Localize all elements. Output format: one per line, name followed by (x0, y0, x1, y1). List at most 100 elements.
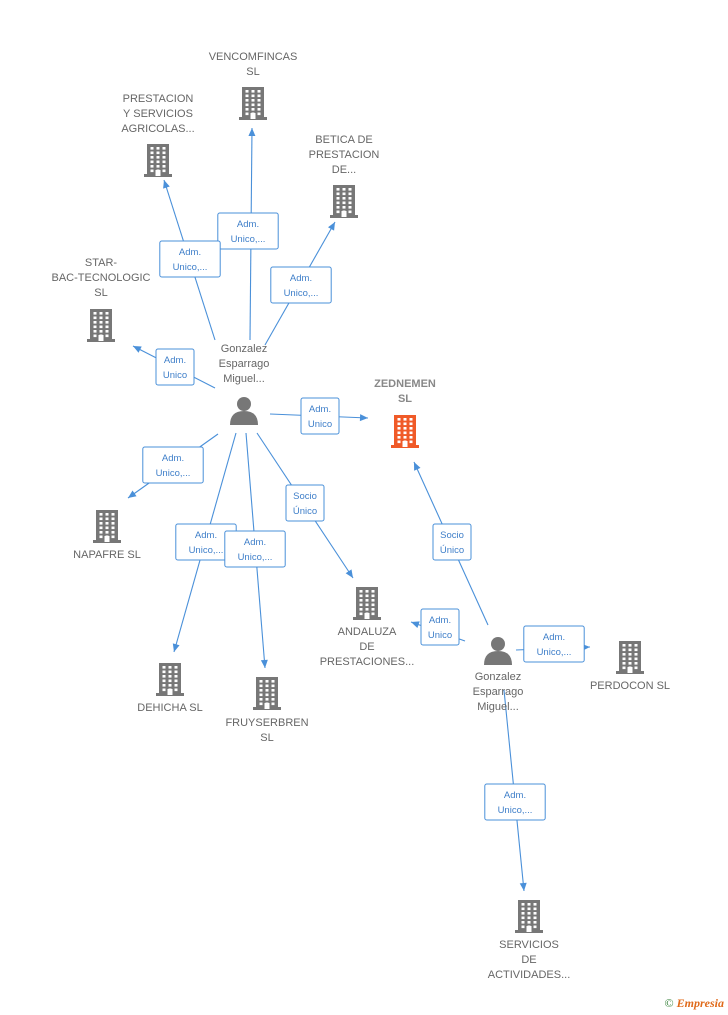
node-label: DEHICHA SL (137, 702, 202, 714)
edge-label[interactable]: Adm. Unico,... (224, 530, 286, 568)
edge-label-box (142, 446, 204, 484)
node-label: PRESTACIONES... (320, 656, 415, 668)
edge-label[interactable]: Adm. Unico (155, 348, 195, 386)
edge-label-text: Unico,... (284, 288, 319, 299)
arrow-head-icon (411, 621, 420, 628)
building-icon (93, 510, 121, 543)
building-icon (87, 309, 115, 342)
building-icon (616, 641, 644, 674)
node-label: SL (246, 66, 259, 78)
node-label: Esparrago (473, 686, 524, 698)
building-icon (515, 900, 543, 933)
company-node-servicios[interactable]: SERVICIOSDEACTIVIDADES... (488, 900, 571, 981)
edge-label-box (159, 240, 221, 278)
edge-label-text: Único (440, 545, 464, 556)
arrow-head-icon (414, 462, 421, 471)
node-label: AGRICOLAS... (121, 123, 194, 135)
edge-label[interactable]: Adm. Unico,... (270, 266, 332, 304)
edge-label-text: Unico (163, 370, 187, 381)
node-label: Gonzalez (475, 671, 521, 683)
arrow-head-icon (328, 222, 335, 231)
edge-label[interactable]: Adm.Unico,... (484, 783, 546, 821)
company-node-betica[interactable]: BETICA DE PRESTACION DE... (309, 134, 380, 218)
arrow-head-icon (172, 643, 180, 652)
edge-label-box (420, 608, 460, 646)
edge-label[interactable]: Adm. Unico,... (217, 212, 279, 250)
arrow-head-icon (519, 882, 527, 891)
company-node-vencomfincas[interactable]: VENCOMFINCAS SL (209, 51, 298, 120)
node-label: ZEDNEMEN (374, 378, 436, 390)
edge-label-text: Adm. (244, 537, 266, 548)
nodes-layer: VENCOMFINCAS SL PRESTACION Y SERVICIOS AGRIC… (51, 51, 670, 981)
node-label: STAR- (85, 257, 118, 269)
arrow-head-icon (163, 180, 170, 189)
arrow-head-icon (248, 128, 256, 137)
edge-label-text: Adm. (237, 219, 259, 230)
edge-label-box (432, 523, 472, 561)
arrow-head-icon (260, 659, 268, 668)
edge-label-text: Unico,... (231, 234, 266, 245)
building-icon (253, 677, 281, 710)
edge-label-box (523, 625, 585, 663)
edge-label-text: Unico (428, 630, 452, 641)
building-icon (353, 587, 381, 620)
edge-label[interactable]: Adm. Unico,... (159, 240, 221, 278)
edge-label-box (217, 212, 279, 250)
edge-label-text: Unico,... (156, 468, 191, 479)
node-label: ANDALUZA (338, 626, 397, 638)
edge-label-text: Socio (293, 491, 317, 502)
node-label: VENCOMFINCAS (209, 51, 298, 63)
node-label: Y SERVICIOS (123, 108, 193, 120)
edge-label-text: Adm. (162, 453, 184, 464)
edge-label-text: Unico,... (173, 262, 208, 273)
node-label: Miguel... (223, 373, 265, 385)
node-label: FRUYSERBREN (225, 717, 308, 729)
building-icon (156, 663, 184, 696)
edge-label[interactable]: Adm.Unico (420, 608, 460, 646)
edge-label-text: Unico (308, 419, 332, 430)
edge-label-text: Socio (440, 530, 464, 541)
edge-label-text: Adm. (543, 632, 565, 643)
node-label: SERVICIOS (499, 939, 559, 951)
person-icon (484, 637, 512, 665)
edge-label-box (484, 783, 546, 821)
copyright-symbol: © (664, 996, 674, 1010)
node-label: DE... (332, 164, 356, 176)
edge-label-box (270, 266, 332, 304)
company-node-napafre[interactable]: NAPAFRE SL (73, 510, 141, 561)
edge-label-box (224, 530, 286, 568)
building-icon (144, 144, 172, 177)
brand-logo: Empresia (676, 996, 724, 1010)
edge-label-text: Adm. (164, 355, 186, 366)
arrow-head-icon (345, 569, 353, 578)
company-node-perdocon[interactable]: PERDOCON SL (590, 641, 670, 692)
arrow-head-icon (133, 346, 142, 353)
edge-label-box (285, 484, 325, 522)
person-node-person2[interactable]: GonzalezEsparragoMiguel... (473, 637, 524, 713)
company-node-zednemen[interactable]: ZEDNEMEN SL (374, 378, 436, 448)
arrow-head-icon (128, 490, 137, 498)
edge-label-text: Adm. (290, 273, 312, 284)
company-node-andaluza[interactable]: ANDALUZADEPRESTACIONES... (320, 587, 415, 668)
edge-label-text: Unico,... (238, 552, 273, 563)
node-label: NAPAFRE SL (73, 549, 141, 561)
edge-label[interactable]: Adm.Unico,... (523, 625, 585, 663)
node-label: PRESTACION (309, 149, 380, 161)
person-node-person1[interactable]: GonzalezEsparragoMiguel... (219, 343, 270, 425)
edge-label-box (155, 348, 195, 386)
building-icon (239, 87, 267, 120)
edge-label[interactable]: Adm.Unico (300, 397, 340, 435)
company-node-dehicha[interactable]: DEHICHA SL (137, 663, 203, 714)
node-label: SL (398, 393, 412, 405)
node-label: BETICA DE (315, 134, 372, 146)
edge-labels-layer: Adm. Unico,... Adm. Unico,... Adm. Unico,... A… (142, 212, 585, 821)
node-label: SL (94, 287, 107, 299)
edge-label-text: Adm. (179, 247, 201, 258)
edge-label[interactable]: Adm. Unico,... (142, 446, 204, 484)
